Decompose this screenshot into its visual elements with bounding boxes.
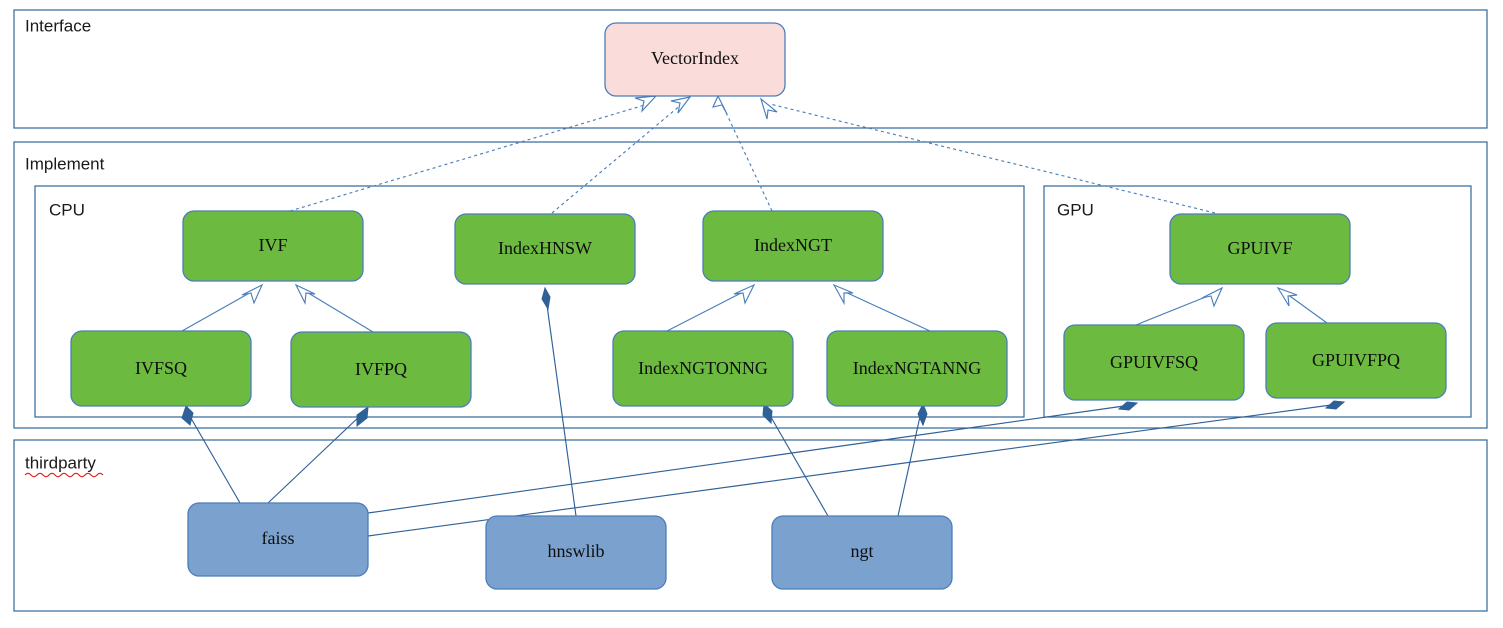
edge-faiss-to-ivfsq — [187, 412, 241, 504]
arrowhead-ivfpq-ivf — [294, 283, 316, 306]
node-vectorindex[interactable]: VectorIndex — [604, 22, 786, 97]
node-gpuivfpq[interactable]: GPUIVFPQ — [1265, 322, 1447, 399]
edge-faiss-to-ivfpq — [267, 413, 363, 504]
node-indexngt[interactable]: IndexNGT — [702, 210, 884, 282]
node-box-faiss[interactable] — [187, 502, 369, 577]
node-indexngtonng[interactable]: IndexNGTONNG — [612, 330, 794, 407]
node-label-faiss: faiss — [262, 528, 295, 548]
diamond-ngt-indexngtanng — [917, 402, 928, 427]
diamond-ngt-indexngtonng — [762, 402, 773, 425]
edge-indexngt-to-vectorindex — [721, 103, 773, 212]
diamond-faiss-ivfpq — [356, 405, 369, 428]
node-label-gpuivfpq: GPUIVFPQ — [1312, 350, 1400, 370]
node-box-indexhnsw[interactable] — [454, 213, 636, 285]
edge-ngt-to-indexngtanng — [897, 411, 922, 517]
node-label-indexhnsw: IndexHNSW — [498, 238, 592, 258]
node-box-indexngtonng[interactable] — [612, 330, 794, 407]
node-box-ivfsq[interactable] — [70, 330, 252, 407]
edge-ivfsq-to-ivf — [181, 290, 254, 332]
edges-inheritance — [181, 283, 1328, 333]
nodes: VectorIndex IVF IndexHNSW IndexNGT GPUIV… — [70, 22, 1447, 590]
node-hnswlib[interactable]: hnswlib — [485, 515, 667, 590]
node-gpuivf[interactable]: GPUIVF — [1169, 213, 1351, 285]
group-label-cpu: CPU — [49, 200, 85, 219]
arrowhead-indexngt-vectorindex — [711, 94, 728, 115]
edge-gpuivf-to-vectorindex — [769, 103, 1216, 214]
diamond-faiss-gpuivfsq — [1117, 401, 1139, 411]
spellcheck-underline-thirdparty — [24, 472, 104, 478]
arrowhead-ivf-vectorindex — [634, 95, 658, 113]
node-indexngtanng[interactable]: IndexNGTANNG — [826, 330, 1008, 407]
edge-gpuivfpq-to-gpuivf — [1286, 293, 1328, 324]
node-label-ngt: ngt — [850, 541, 873, 561]
node-label-indexngt: IndexNGT — [754, 235, 832, 255]
arrowhead-indexngtanng-indexngt — [832, 283, 854, 306]
node-box-ngt[interactable] — [771, 515, 953, 590]
node-label-ivfpq: IVFPQ — [355, 359, 407, 379]
edges-composition — [181, 286, 1346, 537]
edge-gpuivfsq-to-gpuivf — [1135, 293, 1214, 326]
arrowhead-indexhnsw-vectorindex — [670, 96, 692, 114]
node-label-hnswlib: hnswlib — [547, 541, 604, 561]
node-label-indexngtonng: IndexNGTONNG — [638, 358, 768, 378]
node-label-vectorindex: VectorIndex — [651, 48, 739, 68]
edge-faiss-to-gpuivfpq — [367, 404, 1332, 537]
node-ivfsq[interactable]: IVFSQ — [70, 330, 252, 407]
diamond-hnswlib-indexhnsw — [541, 286, 551, 311]
edge-ivf-to-vectorindex — [289, 103, 649, 212]
node-label-gpuivf: GPUIVF — [1227, 238, 1292, 258]
node-ivf[interactable]: IVF — [182, 210, 364, 282]
node-faiss[interactable]: faiss — [187, 502, 369, 577]
node-label-gpuivfsq: GPUIVFSQ — [1110, 352, 1198, 372]
node-label-indexngtanng: IndexNGTANNG — [853, 358, 982, 378]
edges-realization — [289, 94, 1216, 214]
node-ngt[interactable]: ngt — [771, 515, 953, 590]
node-box-gpuivfsq[interactable] — [1063, 324, 1245, 401]
node-box-hnswlib[interactable] — [485, 515, 667, 590]
group-labels: Interface Implement CPU GPU thirdparty — [24, 16, 1094, 478]
edge-hnswlib-to-indexhnsw — [545, 297, 577, 517]
arrowhead-gpuivfsq-gpuivf — [1201, 286, 1224, 308]
node-label-ivf: IVF — [258, 235, 287, 255]
node-box-ivf[interactable] — [182, 210, 364, 282]
arrowhead-gpuivfpq-gpuivf — [1276, 286, 1298, 307]
diamond-faiss-ivfsq — [181, 405, 194, 426]
group-label-thirdparty: thirdparty — [25, 453, 96, 472]
node-box-ivfpq[interactable] — [290, 331, 472, 408]
arrowhead-indexngtonng-indexngt — [733, 283, 756, 305]
node-label-ivfsq: IVFSQ — [135, 358, 187, 378]
arrowhead-ivfsq-ivf — [241, 283, 264, 305]
node-box-gpuivfpq[interactable] — [1265, 322, 1447, 399]
diamond-faiss-gpuivfpq — [1324, 400, 1346, 410]
group-label-interface: Interface — [25, 16, 91, 35]
arrowhead-gpuivf-vectorindex — [759, 97, 778, 120]
group-label-gpu: GPU — [1057, 200, 1094, 219]
node-gpuivfsq[interactable]: GPUIVFSQ — [1063, 324, 1245, 401]
group-label-implement: Implement — [25, 154, 105, 173]
edge-ivfpq-to-ivf — [304, 290, 374, 333]
edge-faiss-to-gpuivfsq — [367, 405, 1125, 514]
node-box-indexngt[interactable] — [702, 210, 884, 282]
node-box-indexngtanng[interactable] — [826, 330, 1008, 407]
node-box-gpuivf[interactable] — [1169, 213, 1351, 285]
edge-indexngtonng-to-indexngt — [666, 290, 746, 332]
edge-ngt-to-indexngtonng — [767, 411, 829, 517]
node-box-vectorindex[interactable] — [604, 22, 786, 97]
node-indexhnsw[interactable]: IndexHNSW — [454, 213, 636, 285]
edge-indexngtanng-to-indexngt — [842, 290, 931, 332]
node-ivfpq[interactable]: IVFPQ — [290, 331, 472, 408]
